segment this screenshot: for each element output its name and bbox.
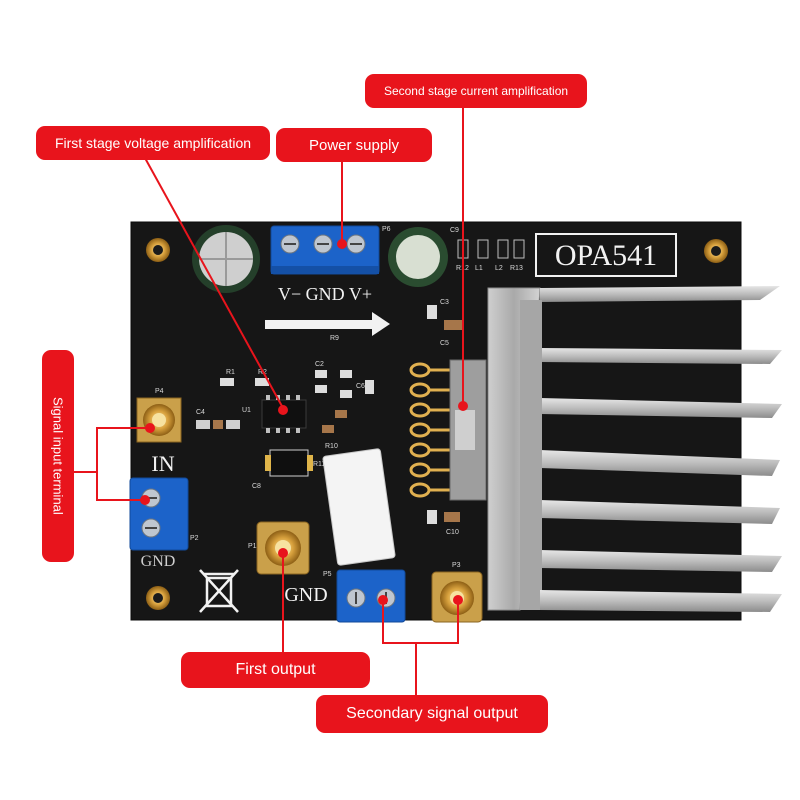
label-c3: C3 bbox=[440, 299, 449, 306]
output-terminal-block bbox=[336, 569, 406, 623]
label-c4: C4 bbox=[196, 409, 205, 416]
heatsink bbox=[487, 286, 782, 612]
label-p4: P4 bbox=[155, 388, 164, 395]
label-c9: C9 bbox=[450, 227, 459, 234]
power-header-label: V− GND V+ bbox=[278, 284, 372, 304]
ceramic-power-resistor bbox=[322, 448, 396, 566]
model-label: OPA541 bbox=[555, 239, 657, 272]
label-c10: C10 bbox=[446, 529, 459, 536]
label-c5: C5 bbox=[440, 340, 449, 347]
mounting-hole-top-right bbox=[704, 239, 728, 263]
electrolytic-capacitor-right bbox=[388, 227, 448, 287]
label-l2: L2 bbox=[495, 265, 503, 272]
label-p5: P5 bbox=[323, 571, 332, 578]
callout-secondary-output: Secondary signal output bbox=[316, 695, 548, 733]
label-r10: R10 bbox=[325, 443, 338, 450]
input-gnd-label: GND bbox=[141, 553, 176, 570]
label-c8: C8 bbox=[252, 483, 261, 490]
leader-lines bbox=[70, 106, 464, 695]
callout-signal-input: Signal input terminal bbox=[42, 350, 74, 562]
label-r11: R11 bbox=[313, 461, 325, 468]
callout-first-output: First output bbox=[181, 652, 370, 688]
model-label-box: OPA541 bbox=[535, 233, 677, 277]
input-sma-connector bbox=[136, 397, 182, 443]
label-u1: U1 bbox=[242, 407, 251, 414]
to220-pins bbox=[409, 362, 450, 498]
label-p1: P1 bbox=[248, 543, 257, 550]
electrolytic-capacitor-left bbox=[192, 225, 260, 293]
signal-flow-arrow bbox=[265, 312, 390, 336]
silkscreen-labels: P4 P6 C9 R12 L1 L2 R13 R1 R2 C4 U1 C2 R9… bbox=[155, 226, 523, 578]
label-r13: R13 bbox=[510, 265, 523, 272]
input-label: IN bbox=[151, 451, 174, 476]
smd-components-cluster bbox=[196, 305, 462, 524]
label-p2: P2 bbox=[190, 535, 199, 542]
label-r1: R1 bbox=[226, 369, 235, 376]
power-terminal-block bbox=[270, 225, 380, 275]
input-terminal-block bbox=[129, 477, 189, 551]
callout-first-stage: First stage voltage amplification bbox=[36, 126, 270, 160]
mounting-hole-bottom-left bbox=[146, 586, 170, 610]
smd-inductor bbox=[265, 449, 313, 477]
output-gnd-label: GND bbox=[284, 584, 327, 606]
label-p3: P3 bbox=[452, 562, 461, 569]
leader-dots bbox=[140, 239, 468, 605]
label-c2: C2 bbox=[315, 361, 324, 368]
weee-bin-icon bbox=[199, 569, 239, 613]
label-c6: C6 bbox=[356, 383, 365, 390]
label-l1: L1 bbox=[475, 265, 483, 272]
opa541-ic-tab bbox=[455, 410, 475, 450]
mounting-hole-top-left bbox=[146, 238, 170, 262]
label-p6: P6 bbox=[382, 226, 391, 233]
label-r9: R9 bbox=[330, 335, 339, 342]
callout-second-stage: Second stage current amplification bbox=[365, 74, 587, 108]
callout-power-supply: Power supply bbox=[276, 128, 432, 162]
